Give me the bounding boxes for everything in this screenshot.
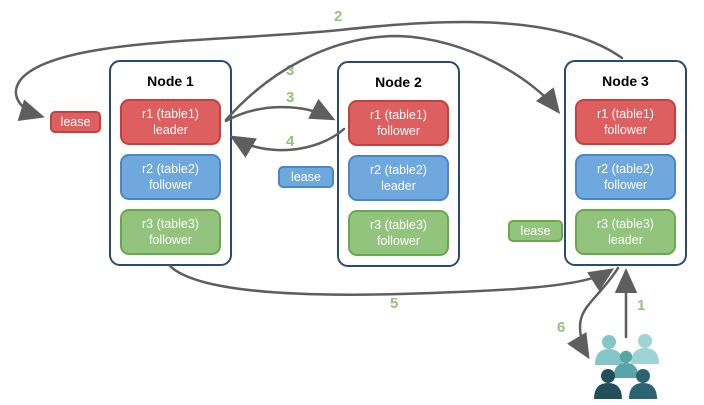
node3-r2-name: r2 (table2) (597, 161, 654, 176)
lease-badge-red-label: lease (60, 115, 91, 129)
arrow-step-6-response (567, 266, 620, 360)
node-2-title: Node 2 (375, 74, 422, 90)
lease-badge-red: lease (50, 111, 101, 133)
node3-r1-name: r1 (table1) (597, 106, 654, 121)
node1-r3-role: follower (148, 233, 193, 247)
arrow-step-5-forward (168, 264, 615, 296)
lease-badge-green: lease (508, 220, 563, 242)
node1-r2-replica: r2 (table2) follower (120, 154, 221, 200)
arrow-step-3-replicate-to-node2 (224, 98, 336, 123)
step-label-2: 2 (334, 8, 343, 25)
node-3-title: Node 3 (602, 73, 649, 89)
lease-badge-green-label: lease (520, 224, 551, 238)
node2-r2-name: r2 (table2) (370, 162, 427, 177)
node1-r2-role: follower (148, 178, 193, 192)
node2-r1-role: follower (376, 124, 421, 138)
node3-r3-name: r3 (table3) (597, 216, 654, 231)
node1-r1-replica: r1 (table1) leader (120, 99, 221, 145)
step-label-4: 4 (286, 133, 295, 150)
node2-r1-name: r1 (table1) (370, 107, 427, 122)
node-3-box: Node 3 r1 (table1) follower r2 (table2) … (564, 60, 687, 266)
node-1-box: Node 1 r1 (table1) leader r2 (table2) fo… (109, 60, 232, 266)
node3-r1-replica: r1 (table1) follower (575, 99, 676, 145)
node3-r3-replica: r3 (table3) leader (575, 209, 676, 255)
node2-r2-replica: r2 (table2) leader (348, 155, 449, 201)
step-label-3a: 3 (286, 62, 295, 79)
node2-r2-role: leader (381, 179, 416, 193)
step-label-6: 6 (557, 319, 566, 336)
node3-r2-replica: r2 (table2) follower (575, 154, 676, 200)
lease-badge-blue: lease (278, 166, 334, 188)
node-2-box: Node 2 r1 (table1) follower r2 (table2) … (337, 61, 460, 267)
arrow-step-2-lease-transfer (14, 20, 624, 122)
node2-r3-role: follower (376, 234, 421, 248)
node1-r2-name: r2 (table2) (142, 161, 199, 176)
node2-r3-replica: r3 (table3) follower (348, 210, 449, 256)
node3-r3-role: leader (608, 233, 643, 247)
node3-r2-role: follower (603, 178, 648, 192)
node1-r1-role: leader (153, 123, 188, 137)
users-icon (594, 334, 659, 399)
node1-r3-name: r3 (table3) (142, 216, 199, 231)
step-label-5: 5 (390, 295, 399, 312)
node2-r1-replica: r1 (table1) follower (348, 100, 449, 146)
node3-r1-role: follower (603, 123, 648, 137)
node1-r3-replica: r3 (table3) follower (120, 209, 221, 255)
step-label-3b: 3 (286, 89, 295, 106)
node-1-title: Node 1 (147, 73, 194, 89)
node2-r3-name: r3 (table3) (370, 217, 427, 232)
lease-badge-blue-label: lease (291, 170, 321, 184)
step-label-1: 1 (637, 297, 646, 314)
node1-r1-name: r1 (table1) (142, 106, 199, 121)
